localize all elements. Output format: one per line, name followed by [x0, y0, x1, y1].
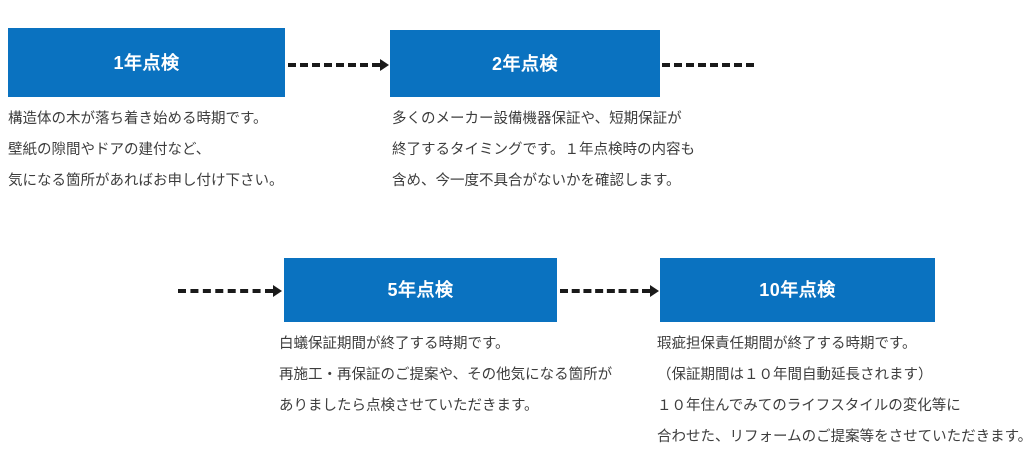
caption-line: 壁紙の隙間やドアの建付など、: [8, 142, 211, 158]
caption-line: ありましたら点検させていただきます。: [279, 398, 539, 414]
caption-line: 再施工・再保証のご提案や、その他気になる箇所が: [279, 367, 613, 383]
caption-line: １０年住んでみてのライフスタイルの変化等に: [657, 398, 961, 414]
caption-line: 含め、今一度不具合がないかを確認します。: [392, 173, 681, 189]
node-box-year-10[interactable]: 10年点検: [660, 258, 935, 322]
connector-year-1-to-year-2: [288, 59, 390, 71]
node-label-year-2: 2年点検: [491, 53, 558, 74]
caption-line: 白蟻保証期間が終了する時期です。: [279, 336, 510, 352]
caption-year-2: 多くのメーカー設備機器保証や、短期保証が 終了するタイミングです。１年点検時の内…: [392, 104, 695, 197]
caption-year-1: 構造体の木が落ち着き始める時期です。 壁紙の隙間やドアの建付など、 気になる箇所…: [8, 104, 284, 197]
node-box-year-1[interactable]: 1年点検: [8, 28, 285, 97]
caption-line: 気になる箇所があればお申し付け下さい。: [8, 173, 284, 189]
arrowhead-icon: [273, 285, 282, 297]
arrowhead-icon: [650, 285, 659, 297]
arrowhead-icon: [380, 59, 389, 71]
caption-year-10: 瑕疵担保責任期間が終了する時期です。 （保証期間は１０年間自動延長されます） １…: [657, 329, 1024, 453]
node-label-year-5: 5年点検: [387, 280, 454, 300]
caption-line: 終了するタイミングです。１年点検時の内容も: [392, 142, 696, 158]
caption-line: （保証期間は１０年間自動延長されます）: [657, 367, 933, 383]
connector-year-5-to-year-10: [560, 285, 660, 297]
dashed-line: [662, 63, 754, 67]
node-box-year-2[interactable]: 2年点検: [390, 30, 660, 97]
dashed-line: [288, 63, 380, 67]
caption-line: 多くのメーカー設備機器保証や、短期保証が: [392, 111, 682, 127]
dashed-line: [178, 289, 273, 293]
connector-year-2-to-next-row: [662, 63, 754, 67]
node-box-year-5[interactable]: 5年点検: [284, 258, 557, 322]
caption-line: 瑕疵担保責任期間が終了する時期です。: [657, 336, 917, 352]
caption-line: 合わせた、リフォームのご提案等をさせていただきます。: [657, 429, 1024, 445]
node-label-year-1: 1年点検: [113, 52, 180, 73]
caption-line: 構造体の木が落ち着き始める時期です。: [8, 111, 268, 127]
caption-year-5: 白蟻保証期間が終了する時期です。 再施工・再保証のご提案や、その他気になる箇所が…: [279, 329, 612, 422]
connector-previous-row-to-year-5: [178, 285, 284, 297]
dashed-line: [560, 289, 650, 293]
node-label-year-10: 10年点検: [759, 280, 836, 300]
